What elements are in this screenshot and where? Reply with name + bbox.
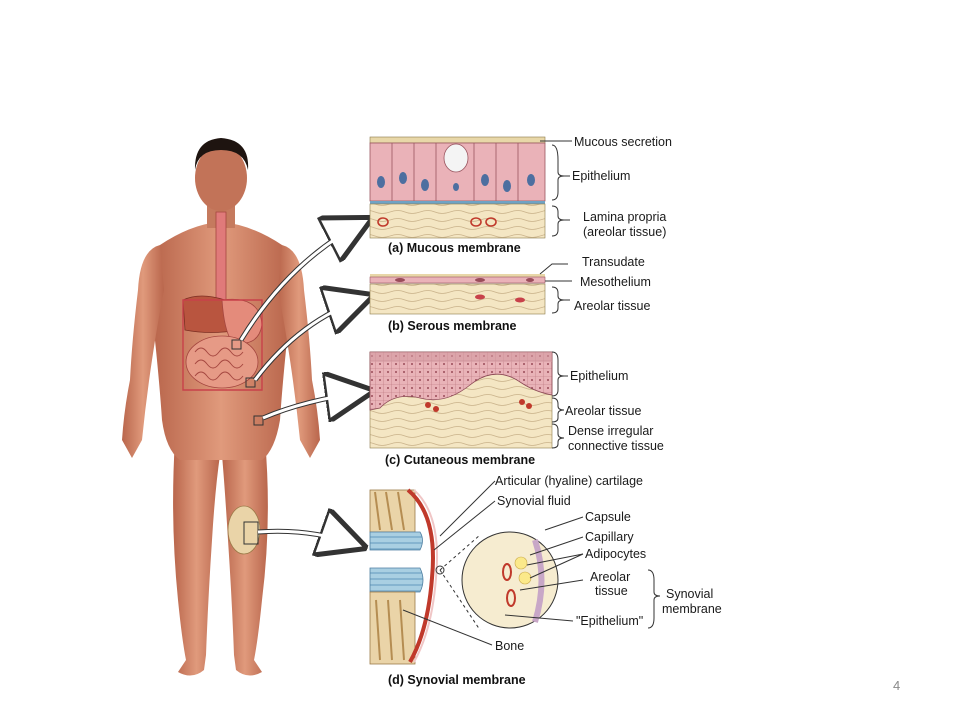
label-transudate: Transudate xyxy=(582,255,645,269)
stomach xyxy=(221,298,263,344)
label-epithelium-quoted: "Epithelium" xyxy=(576,614,643,628)
panel-cutaneous-membrane: Epithelium Areolar tissue Dense irregula… xyxy=(369,351,664,467)
label-areolar: Areolar xyxy=(590,570,630,584)
panel-synovial-membrane: Articular (hyaline) cartilage Synovial f… xyxy=(369,474,722,687)
caption-cutaneous: (c) Cutaneous membrane xyxy=(385,453,535,467)
human-figure xyxy=(122,138,320,676)
synovial-magnified-view xyxy=(461,531,559,629)
label-serous-areolar: Areolar tissue xyxy=(574,299,650,313)
cutaneous-epithelium xyxy=(369,351,553,411)
label-bone: Bone xyxy=(495,639,524,653)
hair xyxy=(194,138,249,170)
label-synovial-fluid: Synovial fluid xyxy=(497,494,571,508)
label-capillary: Capillary xyxy=(585,530,634,544)
label-membrane: membrane xyxy=(662,602,722,616)
left-leg xyxy=(173,440,220,676)
label-mucous-epithelium: Epithelium xyxy=(572,169,630,183)
label-lamina-propria-sub: (areolar tissue) xyxy=(583,225,666,239)
head xyxy=(195,145,247,211)
label-articular-cartilage: Articular (hyaline) cartilage xyxy=(495,474,643,488)
label-cutaneous-epithelium: Epithelium xyxy=(570,369,628,383)
label-connective-tissue: connective tissue xyxy=(568,439,664,453)
label-lamina-propria: Lamina propria xyxy=(583,210,666,224)
page-number: 4 xyxy=(893,678,901,693)
mucous-callout-box xyxy=(231,339,242,350)
panel-serous-membrane: Transudate Mesothelium Areolar tissue (b… xyxy=(369,255,651,333)
serous-mesothelium xyxy=(369,276,546,284)
synovial-cartilage-upper xyxy=(369,531,423,551)
caption-synovial: (d) Synovial membrane xyxy=(388,673,526,687)
serous-callout-box xyxy=(245,377,256,388)
caption-mucous: (a) Mucous membrane xyxy=(388,241,521,255)
label-dense-irregular: Dense irregular xyxy=(568,424,653,438)
cutaneous-callout-box xyxy=(253,415,264,426)
panel-mucous-membrane: Mucous secretion Epithelium Lamina propr… xyxy=(369,135,672,255)
synovial-callout-box xyxy=(243,521,259,545)
synovial-capsule xyxy=(406,488,435,663)
callout-arrows xyxy=(238,222,365,545)
caption-serous: (b) Serous membrane xyxy=(388,319,517,333)
label-mucous-secretion: Mucous secretion xyxy=(574,135,672,149)
intestine-coils xyxy=(194,347,244,381)
label-adipocytes: Adipocytes xyxy=(585,547,646,561)
label-synovial: Synovial xyxy=(666,587,713,601)
label-capsule: Capsule xyxy=(585,510,631,524)
synovial-cartilage-lower xyxy=(369,567,424,593)
label-mesothelium: Mesothelium xyxy=(580,275,651,289)
label-tissue: tissue xyxy=(595,584,628,598)
goblet-cell xyxy=(443,143,469,173)
right-leg xyxy=(222,440,268,676)
esophagus xyxy=(215,211,227,303)
label-cutaneous-areolar: Areolar tissue xyxy=(565,404,641,418)
peritoneal-outline xyxy=(182,299,263,391)
mucous-lamina-propria xyxy=(369,203,546,239)
left-arm xyxy=(122,245,164,458)
